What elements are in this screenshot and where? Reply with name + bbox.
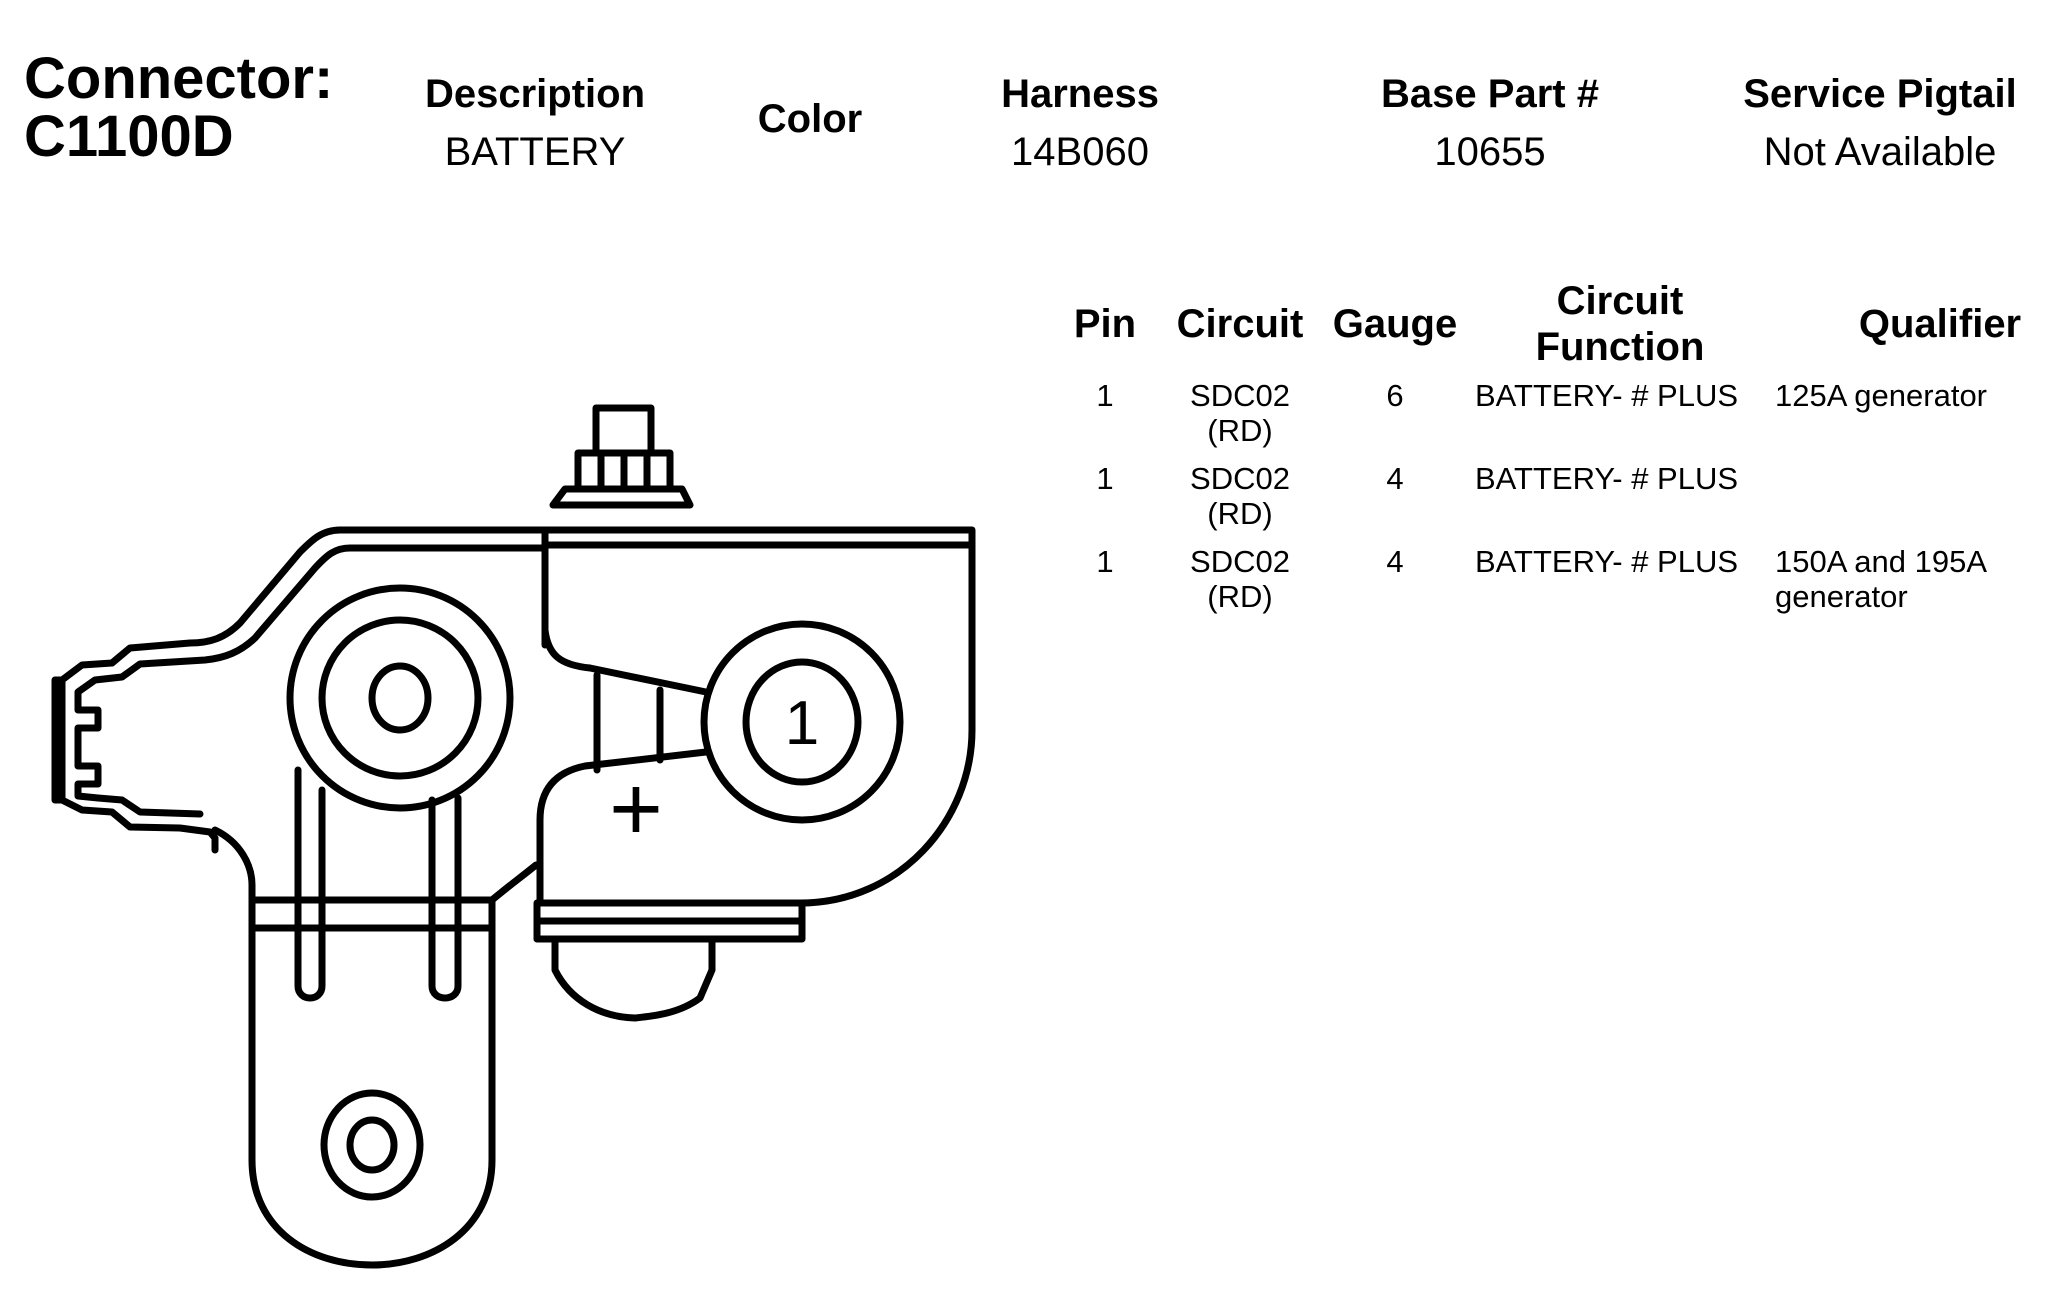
terminal-ring-outer	[700, 620, 904, 824]
table-row: 1 SDC02 (RD) 4 BATTERY- # PLUS	[1060, 461, 2040, 541]
base-part-value: 10655	[1434, 130, 1546, 174]
pin-1-label: 1	[785, 689, 819, 758]
connector-drawing: 1 +	[51, 404, 976, 1269]
lower-eyelet-hole	[346, 1116, 398, 1174]
pin-cell: 1	[1096, 461, 1114, 496]
bracket-arm-inner	[74, 544, 549, 818]
harness-label: Harness	[1001, 72, 1159, 116]
circuit-cell: SDC02 (RD)	[1160, 461, 1320, 531]
polarity-symbol: +	[609, 758, 663, 860]
circuit-color: (RD)	[1207, 413, 1273, 448]
harness-column: Harness 14B060	[960, 72, 1200, 174]
description-column: Description BATTERY	[400, 72, 670, 174]
circuit-cell: SDC02 (RD)	[1160, 544, 1320, 614]
function-cell: BATTERY- # PLUS	[1475, 544, 1739, 579]
circuit-function-header-line1: Circuit	[1556, 279, 1684, 323]
terminal-ring-inner	[742, 658, 862, 786]
connector-label: Connector:	[24, 46, 334, 111]
qualifier-line2: generator	[1775, 579, 1908, 614]
qualifier-line1: 125A generator	[1775, 378, 1988, 413]
circuit-code: SDC02	[1190, 378, 1290, 413]
washer	[549, 485, 694, 509]
upper-eyelet-hole	[368, 662, 432, 734]
connector-title: Connector: C1100D	[24, 50, 333, 166]
qualifier-column-header: Qualifier	[1858, 302, 2022, 346]
gauge-cell: 4	[1386, 544, 1404, 579]
upper-eyelet-outer	[286, 584, 514, 812]
gauge-column-header: Gauge	[1332, 302, 1458, 346]
upper-eyelet-mid	[318, 616, 482, 780]
circuit-cell: SDC02 (RD)	[1160, 378, 1320, 448]
gauge-cell: 4	[1386, 461, 1404, 496]
circuit-function-header-line2: Function	[1535, 325, 1705, 369]
qualifier-line1: 150A and 195A	[1775, 544, 1988, 579]
stud-nut	[549, 404, 694, 509]
pin-table: Pin Circuit Gauge Circuit Function Quali…	[1060, 278, 2040, 638]
table-row: 1 SDC02 (RD) 4 BATTERY- # PLUS 150A and …	[1060, 544, 2040, 624]
housing-bottom-rail-2	[533, 917, 806, 943]
housing-outline	[536, 526, 976, 907]
circuit-function-column-header: Circuit Function	[1480, 278, 1760, 370]
housing-inner-curve	[541, 626, 710, 696]
pin-column-header: Pin	[1073, 302, 1137, 346]
lower-eyelet-outer	[320, 1089, 424, 1201]
description-value: BATTERY	[444, 130, 626, 174]
circuit-code: SDC02	[1190, 544, 1290, 579]
bracket-arm-outer	[58, 526, 549, 854]
connector-id: C1100D	[24, 104, 234, 169]
qualifier-cell: 150A and 195A generator	[1775, 544, 2040, 614]
table-row: 1 SDC02 (RD) 6 BATTERY- # PLUS 125A gene…	[1060, 378, 2040, 458]
service-pigtail-column: Service Pigtail Not Available	[1730, 72, 2030, 174]
color-label: Color	[757, 97, 863, 141]
base-part-label: Base Part #	[1381, 72, 1599, 116]
qualifier-cell: 125A generator	[1775, 378, 2040, 413]
leg-right	[428, 794, 462, 1002]
function-cell: BATTERY- # PLUS	[1475, 378, 1739, 413]
gauge-cell: 6	[1386, 378, 1404, 413]
service-pigtail-label: Service Pigtail	[1743, 72, 2017, 116]
stud-tip	[592, 404, 655, 457]
leg-left	[294, 766, 326, 1002]
circuit-code: SDC02	[1190, 461, 1290, 496]
terminal-boot	[551, 936, 716, 1022]
description-label: Description	[424, 72, 646, 116]
circuit-column-header: Circuit	[1176, 302, 1304, 346]
bracket-tip	[51, 676, 66, 804]
base-part-column: Base Part # 10655	[1350, 72, 1630, 174]
pin-cell: 1	[1096, 544, 1114, 579]
function-cell: BATTERY- # PLUS	[1475, 461, 1739, 496]
pin-cell: 1	[1096, 378, 1114, 413]
circuit-color: (RD)	[1207, 496, 1273, 531]
circuit-color: (RD)	[1207, 579, 1273, 614]
service-pigtail-value: Not Available	[1763, 130, 1997, 174]
harness-value: 14B060	[1011, 130, 1149, 174]
